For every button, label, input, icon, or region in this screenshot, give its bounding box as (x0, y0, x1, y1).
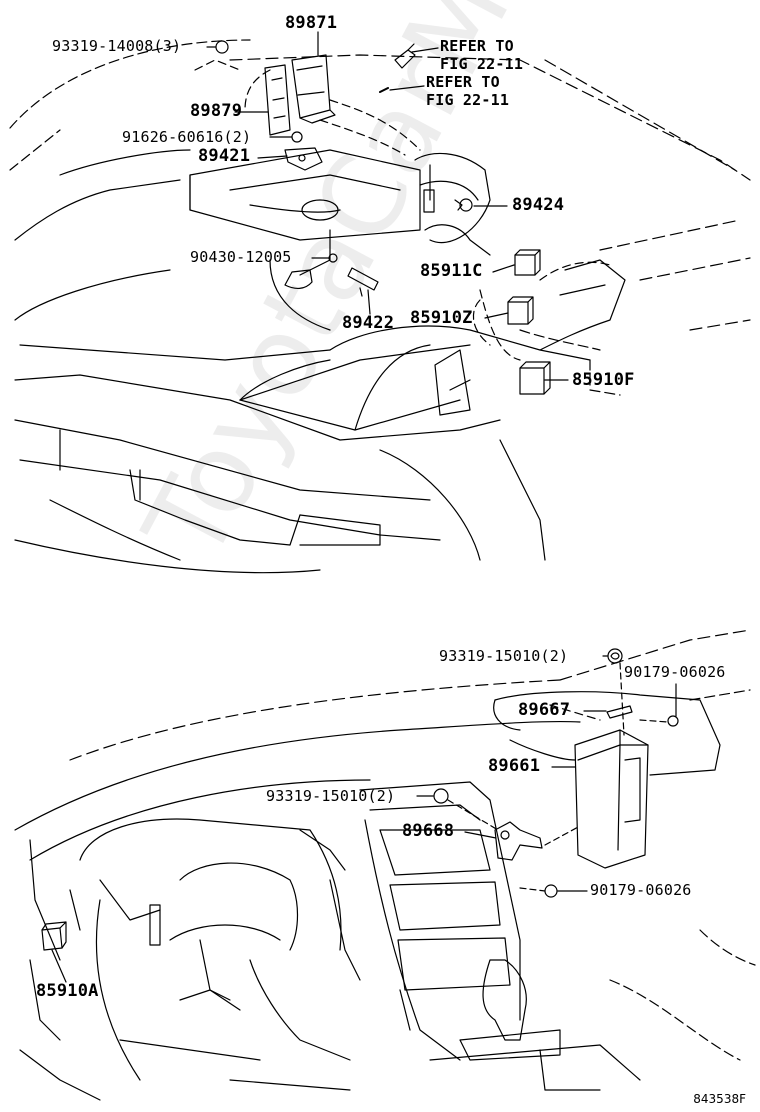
refer-note-2-line2: FIG 22-11 (426, 91, 510, 109)
callout-93319-15010-lower: 93319-15010(2) (266, 787, 396, 805)
callout-89668: 89668 (402, 821, 455, 841)
bracket-89879 (264, 64, 291, 136)
ecu-89661 (574, 729, 649, 869)
callout-93319-15010-upper: 93319-15010(2) (439, 647, 569, 665)
sensor-89668 (494, 821, 543, 861)
callout-85910f: 85910F (572, 370, 635, 390)
callout-85910z: 85910Z (410, 308, 473, 328)
refer-note-2-line1: REFER TO (426, 73, 500, 91)
callout-91626-60616: 91626-60616(2) (122, 128, 252, 146)
sensor-refer-1 (394, 43, 416, 69)
ecu-89871 (291, 54, 336, 124)
figure-code: 843538F (693, 1092, 746, 1106)
dashboard-drawing (14, 629, 756, 1101)
callout-93319-14008: 93319-14008(3) (52, 37, 182, 55)
callout-89667: 89667 (518, 700, 571, 720)
callout-89421: 89421 (198, 146, 251, 166)
bracket-89667 (606, 705, 633, 719)
sensor-89424 (454, 198, 473, 212)
engine-bay-drawing (9, 31, 751, 574)
refer-note-1-line2: FIG 22-11 (440, 55, 524, 73)
relay-85910a (41, 921, 67, 951)
callout-89424: 89424 (512, 195, 565, 215)
callout-90179-06026-lower: 90179-06026 (590, 881, 692, 899)
refer-note-1-line1: REFER TO (440, 37, 514, 55)
callout-89879: 89879 (190, 101, 243, 121)
sensor-89421 (284, 147, 323, 171)
callout-85911c: 85911C (420, 261, 483, 281)
callout-85910a: 85910A (36, 981, 99, 1001)
callout-89661: 89661 (488, 756, 541, 776)
relay-85911c (514, 249, 541, 276)
relay-85910f (519, 361, 551, 395)
callout-89871: 89871 (285, 13, 338, 33)
callout-90430-12005: 90430-12005 (190, 248, 292, 266)
callout-89422: 89422 (342, 313, 395, 333)
callout-90179-06026-upper: 90179-06026 (624, 663, 726, 681)
relay-85910z (507, 296, 534, 325)
sensor-89422 (347, 267, 379, 297)
